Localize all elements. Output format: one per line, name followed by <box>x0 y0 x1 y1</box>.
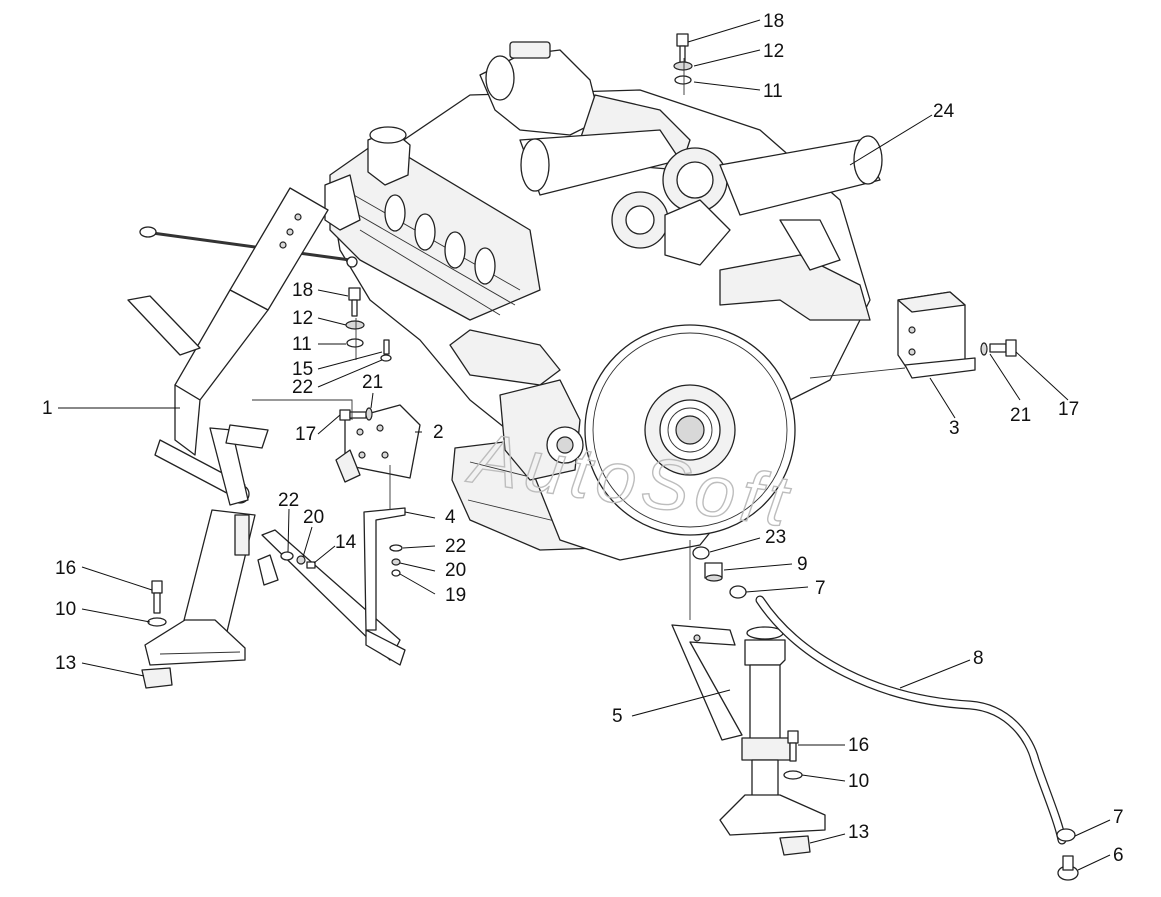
callout-label: 5 <box>612 706 623 727</box>
callout-label: 20 <box>445 560 466 581</box>
engine-block <box>324 41 883 561</box>
callout-label: 20 <box>303 507 324 528</box>
callout-label: 7 <box>1113 807 1124 828</box>
callout-label: 8 <box>973 648 984 669</box>
mount-bracket-part-2 <box>335 404 421 483</box>
callout-label: 21 <box>1010 405 1031 426</box>
right-support-post-part-5 <box>671 624 826 836</box>
callout-label: 11 <box>763 81 783 102</box>
callout-label: 12 <box>292 308 313 329</box>
callout-label: 10 <box>848 771 869 792</box>
callout-label: 18 <box>763 11 784 32</box>
callout-label: 22 <box>445 536 466 557</box>
callout-label: 17 <box>1058 399 1079 420</box>
leader-lines <box>58 19 1111 871</box>
callout-label: 17 <box>295 424 316 445</box>
assembly-lines <box>252 58 906 620</box>
callout-labels: 18 12 11 24 18 12 11 15 22 21 1 17 2 3 2… <box>42 11 1124 866</box>
callout-label: 4 <box>445 507 456 528</box>
left-bracket-part-1 <box>127 187 329 504</box>
callout-label: 24 <box>933 101 955 122</box>
callout-label: 3 <box>949 418 960 439</box>
callout-label: 16 <box>848 735 869 756</box>
callout-label: 16 <box>55 558 76 579</box>
fasteners <box>141 33 1079 881</box>
callout-label: 22 <box>278 490 299 511</box>
callout-label: 18 <box>292 280 313 301</box>
callout-label: 13 <box>848 822 869 843</box>
mount-bracket-part-3 <box>897 291 976 379</box>
callout-label: 13 <box>55 653 76 674</box>
callout-label: 22 <box>292 377 313 398</box>
left-support-post <box>144 424 269 666</box>
callout-label: 11 <box>292 334 312 355</box>
callout-label: 19 <box>445 585 466 606</box>
callout-label: 7 <box>815 578 826 599</box>
callout-label: 2 <box>433 422 444 443</box>
callout-label: 12 <box>763 41 784 62</box>
callout-label: 9 <box>797 554 808 575</box>
hose-part-8 <box>755 595 1067 845</box>
callout-label: 1 <box>42 398 53 419</box>
dipstick-tube <box>139 226 358 268</box>
callout-label: 14 <box>335 532 357 553</box>
callout-label: 23 <box>765 527 786 548</box>
callout-label: 15 <box>292 359 313 380</box>
callout-label: 6 <box>1113 845 1124 866</box>
callout-label: 10 <box>55 599 76 620</box>
callout-label: 21 <box>362 372 383 393</box>
vertical-rail-part-4 <box>363 507 406 666</box>
